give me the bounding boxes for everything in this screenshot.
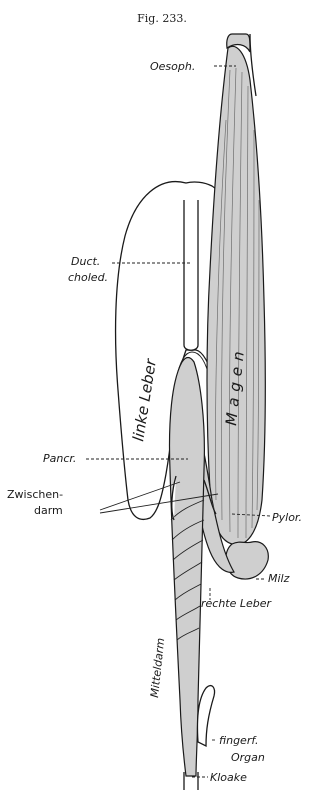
- finger-shaped-organ: [197, 686, 214, 746]
- label-oesophagus: Oesoph.: [150, 60, 195, 73]
- label-zwischendarm-2: darm: [34, 504, 63, 517]
- label-mitteldarm: Mitteldarm: [148, 637, 167, 698]
- label-zwischendarm: Zwischen-: [7, 488, 63, 501]
- figure-caption: Fig. 233.: [137, 12, 187, 25]
- bile-duct-channel: [184, 200, 198, 350]
- label-milz: Milz: [268, 572, 290, 585]
- label-rechte-leber: rechte Leber: [201, 597, 273, 610]
- label-ductus-choledochus-2: choled.: [68, 271, 108, 284]
- spleen: [226, 542, 269, 579]
- label-kloake: Kloake: [210, 771, 247, 784]
- label-fingerf-organ-2: Organ: [231, 751, 265, 764]
- label-fingerf-organ: fingerf.: [219, 734, 259, 747]
- label-pancreas: Pancr.: [43, 452, 76, 465]
- label-ductus-choledochus: Duct.: [71, 255, 100, 268]
- label-pylorus: Pylor.: [272, 511, 302, 524]
